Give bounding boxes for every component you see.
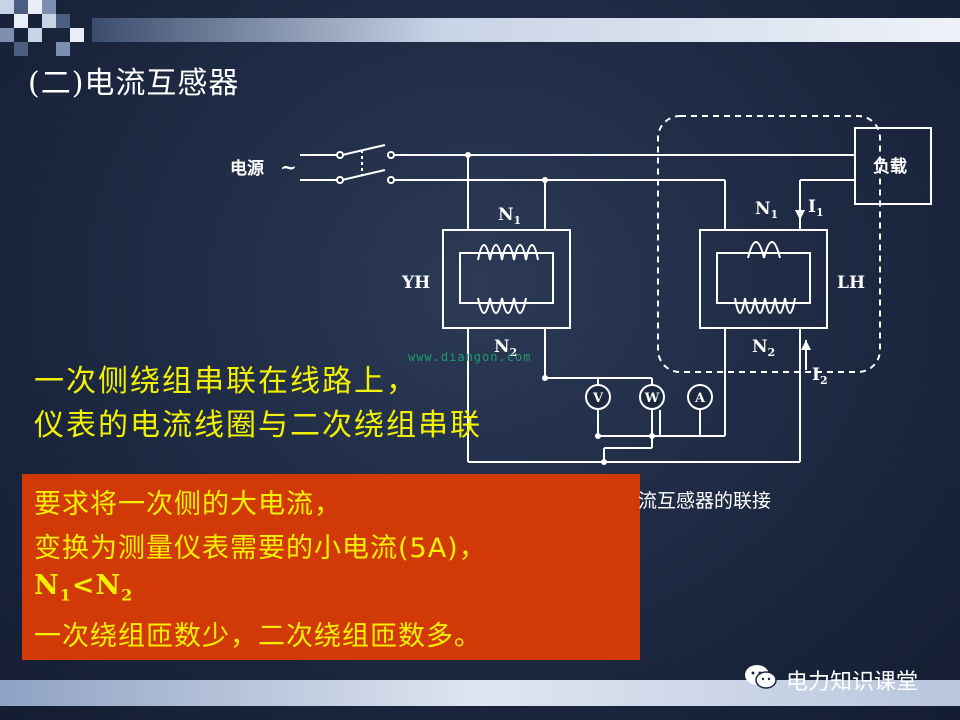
voltmeter-icon xyxy=(585,384,611,410)
less-than-n2: <N xyxy=(71,570,122,601)
svg-text:I2: I2 xyxy=(812,365,828,387)
wechat-icon xyxy=(745,665,777,689)
ct-label: LH xyxy=(837,273,865,293)
ct-secondary-label: N xyxy=(752,337,768,357)
vt-secondary-label: N xyxy=(494,337,510,357)
vt-secondary-sub: 2 xyxy=(510,346,518,359)
vt-primary-sub: 1 xyxy=(514,214,522,227)
vt-label: YH xyxy=(401,273,430,293)
ammeter-icon xyxy=(687,384,713,410)
diagram-caption: 流互感器的联接 xyxy=(638,490,772,512)
svg-text:I1: I1 xyxy=(808,197,824,219)
current-i2-label: I xyxy=(812,365,820,385)
url-watermark: www.diangon.com xyxy=(408,350,532,364)
meter-v-label: V xyxy=(592,391,604,406)
source-label: 电源 xyxy=(230,158,264,179)
requirement-callout: 要求将一次侧的大电流， 变换为测量仪表需要的小电流(5A)， N1<N2 一次绕… xyxy=(22,474,640,660)
current-i1-sub: 1 xyxy=(816,206,824,219)
note-line-1: 一次侧绕组串联在线路上， xyxy=(34,364,418,399)
brand-name: 电力知识课堂 xyxy=(786,670,919,695)
load-label: 负载 xyxy=(873,156,907,177)
svg-text:N2: N2 xyxy=(752,337,775,359)
svg-text:N1: N1 xyxy=(498,205,521,227)
top-decoration xyxy=(0,0,84,56)
n1-sub: 1 xyxy=(59,585,72,605)
requirement-line-4: 一次绕组匝数少，二次绕组匝数多。 xyxy=(34,621,482,652)
source-symbol: ~ xyxy=(280,155,297,179)
ct-secondary-sub: 2 xyxy=(768,346,776,359)
svg-text:N1: N1 xyxy=(755,199,778,221)
current-i1-label: I xyxy=(808,197,816,217)
n1-label: N xyxy=(34,570,60,601)
bottom-gradient-bar xyxy=(0,680,960,706)
meter-a-label: A xyxy=(694,391,706,406)
current-i2-sub: 2 xyxy=(820,374,828,387)
note-line-2: 仪表的电流线圈与二次绕组串联 xyxy=(34,408,482,443)
ct-primary-label: N xyxy=(755,199,771,219)
wattmeter-icon xyxy=(639,384,665,410)
meter-w-label: W xyxy=(644,391,660,406)
slide-title: (二)电流互感器 xyxy=(28,66,240,101)
svg-text:N2: N2 xyxy=(494,337,517,359)
requirement-line-3: N1<N2 xyxy=(34,570,133,604)
ct-primary-sub: 1 xyxy=(771,208,779,221)
vt-primary-label: N xyxy=(498,205,514,225)
requirement-line-1: 要求将一次侧的大电流， xyxy=(34,489,342,520)
top-gradient-bar xyxy=(92,18,960,42)
requirement-line-2: 变换为测量仪表需要的小电流(5A)， xyxy=(34,533,487,564)
n2-sub: 2 xyxy=(121,585,134,605)
